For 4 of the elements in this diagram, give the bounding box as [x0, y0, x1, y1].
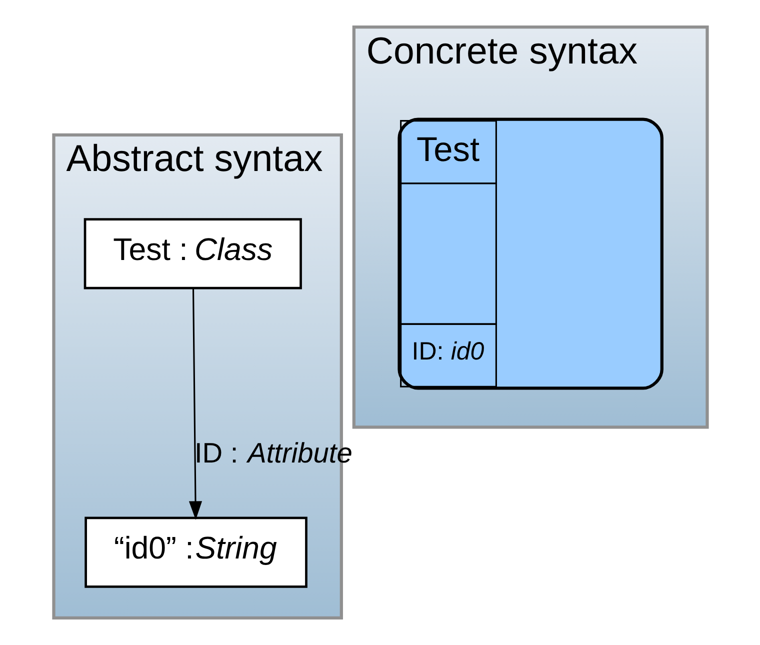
edge-label: ID : Attribute [194, 437, 352, 468]
node-box: “id0” :String [84, 516, 307, 588]
arrow [188, 288, 202, 520]
node-box: Test : Class [83, 218, 302, 290]
